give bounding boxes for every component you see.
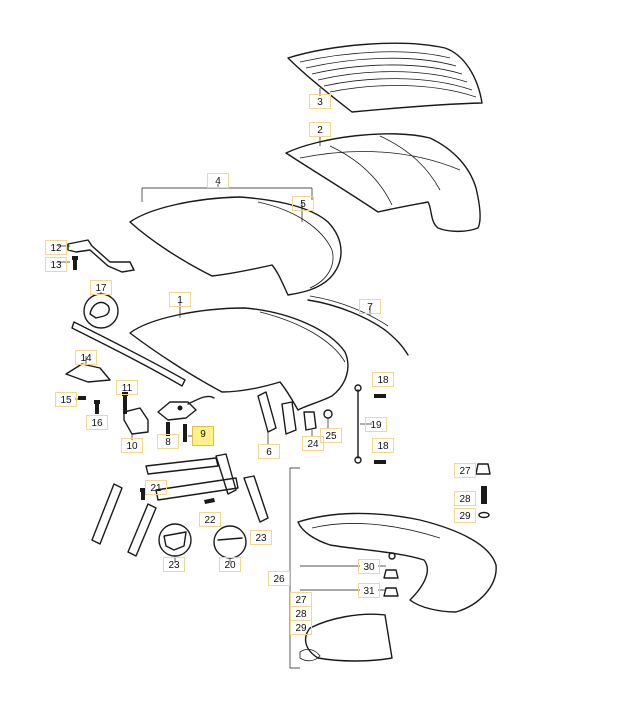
callout-15[interactable]: 15 <box>55 392 77 407</box>
part-19-shape <box>354 384 372 464</box>
callout-18-lower[interactable]: 18 <box>372 438 394 453</box>
callout-20[interactable]: 20 <box>219 557 241 572</box>
tonneau-cover-shape <box>297 512 497 662</box>
callout-26[interactable]: 26 <box>268 571 290 586</box>
callout-19[interactable]: 19 <box>365 417 387 432</box>
callout-13[interactable]: 13 <box>45 257 67 272</box>
callout-21[interactable]: 21 <box>145 480 167 495</box>
callout-9-selected[interactable]: 9 <box>192 426 214 446</box>
callout-27-lower[interactable]: 27 <box>290 592 312 607</box>
bracket-26 <box>289 467 386 669</box>
part-9-shape <box>183 424 192 442</box>
callout-2[interactable]: 2 <box>309 122 331 137</box>
part-8-shape <box>157 395 215 436</box>
callout-25[interactable]: 25 <box>320 428 342 443</box>
callout-17[interactable]: 17 <box>90 280 112 295</box>
callout-14[interactable]: 14 <box>75 350 97 365</box>
part-10-shape <box>123 407 149 440</box>
part-4-shape <box>129 184 342 296</box>
part-17-shape <box>83 292 119 329</box>
part-2-shape <box>285 133 481 233</box>
callout-10[interactable]: 10 <box>121 438 143 453</box>
callout-11[interactable]: 11 <box>116 380 138 395</box>
callout-8[interactable]: 8 <box>157 434 179 449</box>
callout-23-left[interactable]: 23 <box>163 557 185 572</box>
part-12-shape <box>58 239 135 273</box>
callout-1[interactable]: 1 <box>169 292 191 307</box>
part-7-shape <box>307 295 409 356</box>
callout-6[interactable]: 6 <box>258 444 280 459</box>
callout-31[interactable]: 31 <box>358 583 380 598</box>
callout-16[interactable]: 16 <box>86 415 108 430</box>
part-18-shapes <box>374 394 386 464</box>
callout-28-right[interactable]: 28 <box>454 491 476 506</box>
part-6-shape <box>257 391 297 444</box>
callout-23-right[interactable]: 23 <box>250 530 272 545</box>
part-3-shape <box>287 42 483 113</box>
callout-3[interactable]: 3 <box>309 94 331 109</box>
part-14-shape <box>65 321 186 387</box>
callout-27-right[interactable]: 27 <box>454 463 476 478</box>
callout-12[interactable]: 12 <box>45 240 67 255</box>
callout-29-lower[interactable]: 29 <box>290 620 312 635</box>
callout-4[interactable]: 4 <box>207 173 229 188</box>
screws-11-15-16 <box>75 392 128 414</box>
callout-18-upper[interactable]: 18 <box>372 372 394 387</box>
callout-7[interactable]: 7 <box>359 299 381 314</box>
callout-22[interactable]: 22 <box>199 512 221 527</box>
callout-28-lower[interactable]: 28 <box>290 606 312 621</box>
callout-5[interactable]: 5 <box>292 196 314 211</box>
part-1-shape <box>129 302 349 411</box>
hardware-27-28-29 <box>475 463 491 519</box>
callout-29-right[interactable]: 29 <box>454 508 476 523</box>
part-24-shape <box>303 411 317 436</box>
part-20-21-22-23-shapes <box>91 453 269 562</box>
part-25-shape <box>323 409 333 428</box>
callout-30[interactable]: 30 <box>358 559 380 574</box>
callout-24[interactable]: 24 <box>302 436 324 451</box>
